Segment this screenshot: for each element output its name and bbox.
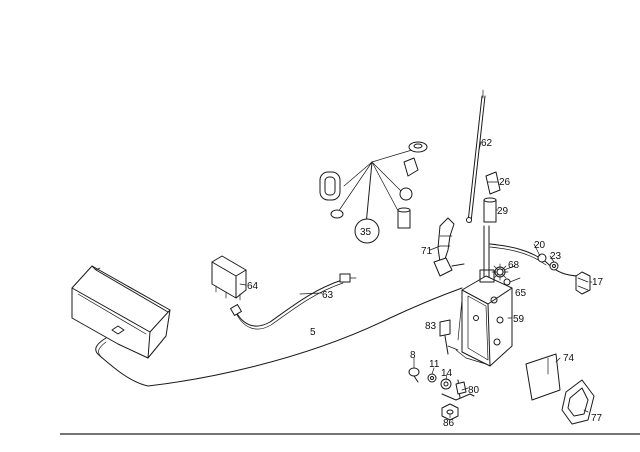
label-64: 64	[247, 281, 259, 292]
nut-86	[441, 403, 459, 421]
label-26: 26	[499, 177, 511, 188]
label-62: 62	[481, 138, 493, 149]
label-35: 35	[360, 227, 372, 238]
label-77: 77	[591, 413, 603, 424]
label-11: 11	[429, 359, 440, 370]
cable-5	[95, 287, 463, 387]
cap-26	[485, 171, 501, 195]
antenna-base-71	[433, 217, 465, 277]
label-65: 65	[515, 288, 527, 299]
label-63: 63	[322, 290, 334, 301]
washer-11	[427, 373, 437, 383]
sleeve-29	[483, 197, 497, 223]
antenna-mast-62	[466, 89, 486, 223]
cable-63	[230, 273, 357, 330]
label-74: 74	[563, 353, 575, 364]
label-59: 59	[513, 314, 525, 325]
label-20: 20	[534, 240, 546, 251]
seal-kit-35	[319, 141, 428, 229]
bolt-83	[439, 319, 459, 355]
label-80: 80	[468, 385, 480, 396]
label-68: 68	[508, 260, 520, 271]
label-5: 5	[310, 327, 316, 338]
label-23: 23	[550, 251, 562, 262]
leader-lines	[239, 141, 593, 419]
label-83: 83	[425, 321, 437, 332]
module-64	[211, 255, 247, 301]
label-14: 14	[441, 368, 453, 379]
label-29: 29	[497, 206, 509, 217]
label-86: 86	[443, 418, 455, 429]
bracket-80	[441, 379, 475, 401]
grommet-14	[440, 378, 452, 390]
callout-circle-35	[354, 218, 380, 244]
label-71: 71	[421, 246, 433, 257]
part-labels: 5 8 11 14 17 20 23 26 29 35 59 62 63 64 …	[247, 138, 604, 429]
cover-77	[561, 379, 595, 425]
clip-17	[575, 271, 591, 295]
tray-assembly	[71, 265, 171, 359]
nut-8	[408, 367, 420, 383]
gasket-74	[525, 353, 561, 401]
label-8: 8	[410, 350, 416, 361]
label-17: 17	[592, 277, 604, 288]
motor-housing-59	[455, 225, 513, 367]
